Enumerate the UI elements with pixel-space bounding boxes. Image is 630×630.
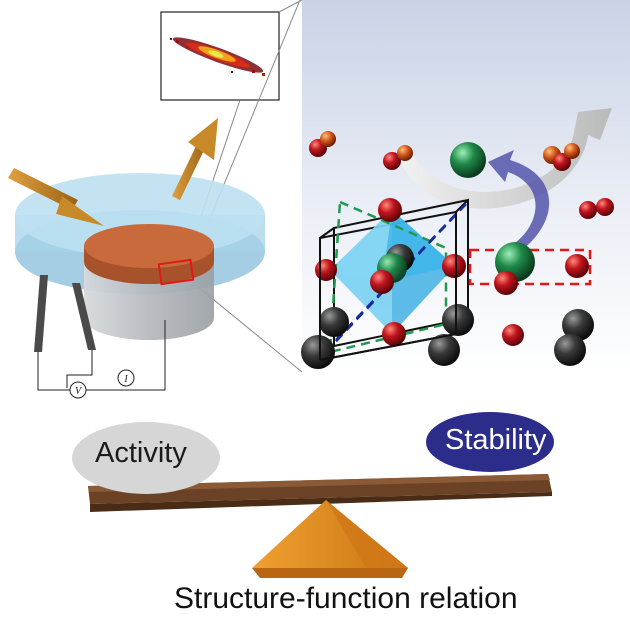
probe-rod: [34, 275, 48, 352]
activity-weight: [72, 422, 220, 494]
activity-label: Activity: [95, 437, 187, 469]
stability-label: Stability: [445, 424, 547, 456]
voltmeter-label: V: [75, 386, 83, 397]
incident-beam-arrow: [8, 168, 104, 226]
ammeter-icon: I: [117, 369, 135, 387]
measurement-circuit: [37, 320, 166, 391]
a-site-atom: [450, 142, 486, 178]
perovskite-unit-cell: [301, 108, 614, 369]
electrode-sample: [15, 173, 265, 352]
focus-box: [157, 258, 195, 286]
surface-plane-outline: [468, 248, 592, 286]
probe-rod: [72, 283, 96, 350]
voltmeter-icon: V: [69, 381, 87, 399]
diffraction-pattern: [170, 37, 265, 76]
cation-exchange-arrow: [488, 150, 550, 250]
detector-image: [160, 11, 280, 101]
stability-weight: [426, 412, 554, 472]
scattered-beam-arrow: [172, 118, 218, 200]
grey-curved-arrow: [398, 108, 612, 209]
detector-projection-line: [278, 0, 303, 13]
seesaw-balance: [72, 412, 554, 578]
caption-text: Structure-function relation: [174, 582, 518, 615]
ammeter-label: I: [123, 374, 128, 385]
